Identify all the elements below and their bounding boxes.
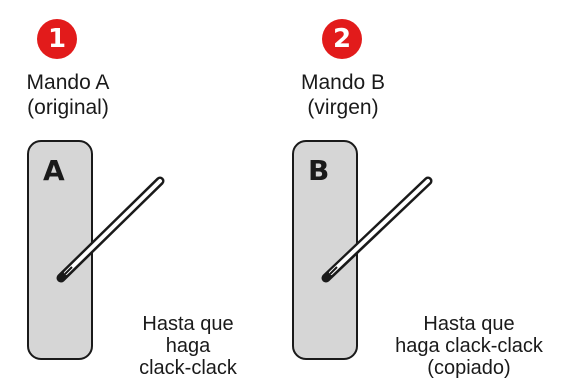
step-1-caption-line2: haga [165, 335, 211, 357]
step-2-title: Mando B (virgen) [285, 70, 401, 120]
step-1-title: Mando A (original) [10, 70, 126, 120]
remote-a: A [27, 140, 93, 360]
remote-b-letter: B [308, 154, 330, 187]
step-2-title-line1: Mando B [300, 71, 386, 94]
step-2-title-line2: (virgen) [307, 96, 379, 119]
step-1-caption: Hasta que haga clack-clack [118, 313, 258, 379]
step-2-caption: Hasta que haga clack-clack (copiado) [378, 313, 560, 379]
step-1-caption-line3: clack-clack [139, 357, 237, 379]
step-1-number: 1 [47, 24, 67, 54]
step-2-caption-line2: haga clack-clack [395, 335, 543, 357]
remote-b: B [292, 140, 358, 360]
step-1-caption-line1: Hasta que [142, 313, 234, 335]
step-2-number: 2 [332, 24, 352, 54]
step-1-badge: 1 [37, 19, 77, 59]
step-2-caption-line1: Hasta que [423, 313, 515, 335]
step-2-badge: 2 [322, 19, 362, 59]
remote-a-letter: A [43, 154, 65, 187]
step-2-caption-line3: (copiado) [427, 357, 511, 379]
step-1-title-line1: Mando A [26, 71, 110, 94]
step-1-title-line2: (original) [27, 96, 109, 119]
